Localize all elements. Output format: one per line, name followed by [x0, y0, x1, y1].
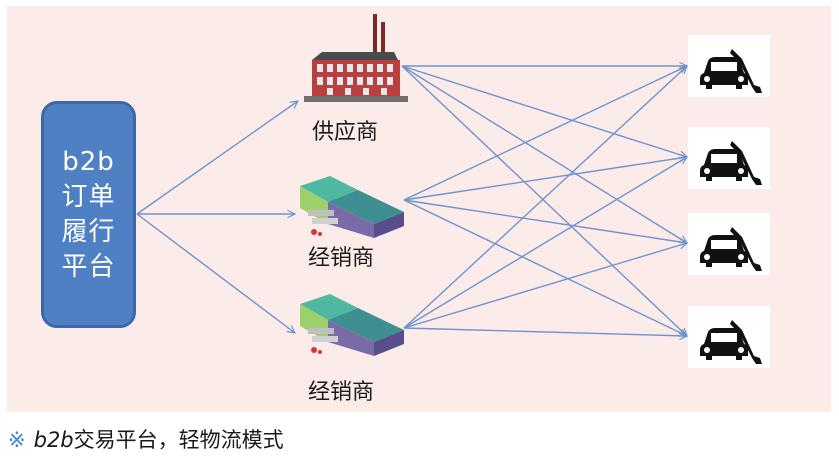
arrow-distributor-1-customer-3 [403, 199, 687, 243]
caption-text: 交易平台，轻物流模式 [73, 428, 284, 452]
arrow-distributor-2-customer-1 [403, 66, 687, 329]
customer-card-1 [688, 35, 770, 97]
arrow-distributor-2-customer-2 [403, 157, 687, 329]
platform-line-2: 订单 [61, 181, 116, 212]
arrow-distributor-1-customer-1 [403, 66, 687, 201]
car-repair-icon [700, 320, 762, 364]
arrow-supplier-customer-2 [401, 65, 687, 157]
platform-line-3: 履行 [61, 216, 116, 247]
platform-box: b2b 订单 履行 平台 [41, 101, 136, 328]
arrow-platform-distributor-2 [136, 213, 295, 333]
customer-card-3 [688, 213, 770, 275]
arrow-distributor-1-customer-2 [403, 157, 687, 201]
arrow-distributor-1-customer-4 [403, 199, 687, 336]
arrow-supplier-customer-3 [401, 65, 687, 243]
car-repair-icon [700, 227, 762, 271]
arrow-distributor-2-customer-3 [403, 243, 687, 329]
car-repair-icon [700, 141, 762, 185]
supplier-label: 供应商 [312, 120, 379, 145]
platform-line-4: 平台 [61, 251, 116, 282]
arrow-platform-supplier [136, 101, 298, 215]
car-repair-icon [700, 49, 762, 93]
platform-line-1: b2b [62, 146, 115, 177]
distributor-2-label: 经销商 [308, 380, 375, 405]
arrow-distributor-2-customer-4 [403, 327, 687, 336]
caption-b2b: b2b [33, 428, 74, 452]
distributor-1-label: 经销商 [308, 246, 375, 271]
customer-card-4 [688, 306, 770, 368]
customer-card-2 [688, 127, 770, 189]
caption: ※ b2b交易平台，轻物流模式 [8, 424, 284, 454]
caption-mark: ※ [8, 428, 26, 452]
arrow-supplier-customer-4 [401, 65, 687, 336]
